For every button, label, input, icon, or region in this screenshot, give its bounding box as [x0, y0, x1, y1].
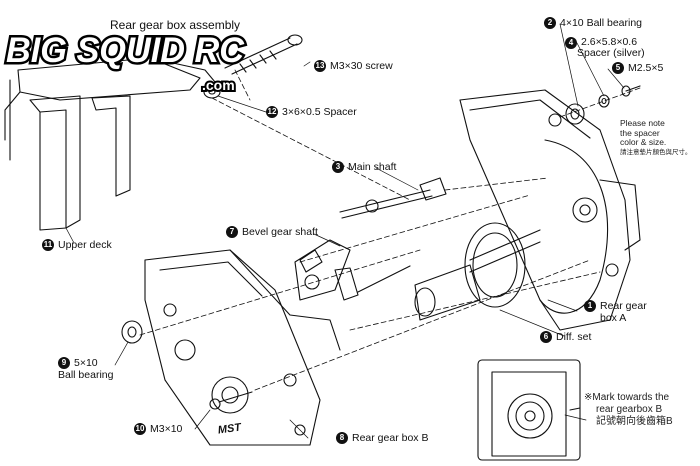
label-part-11: 11 Upper deck	[42, 239, 112, 251]
label-part-9: 9 5×10 Ball bearing	[58, 357, 113, 381]
mark-note: ※Mark towards the rear gearbox B 記號朝向後齒箱…	[584, 392, 673, 428]
upper-deck	[4, 57, 216, 231]
part-label: 5×10	[74, 357, 98, 369]
part-number-badge: 5	[612, 62, 624, 74]
note-line: ※Mark towards the	[584, 392, 670, 403]
bearing-2	[565, 103, 585, 125]
label-part-13: 13 M3×30 screw	[314, 60, 393, 72]
screw-5	[621, 85, 641, 97]
note-line: 請注意墊片顏色與尺寸。	[620, 148, 692, 156]
label-part-4: 4 2.6×5.8×0.6 Spacer (silver)	[565, 37, 645, 59]
spacer-note: Please note the spacer color & size. 請注意…	[620, 118, 692, 157]
logo-main-text: BIG SQUID RC	[6, 31, 245, 70]
part-number-badge: 12	[266, 106, 278, 118]
label-part-12: 12 3×6×0.5 Spacer	[266, 106, 357, 118]
mst-logo: MST	[217, 421, 243, 436]
part-label: Main shaft	[348, 161, 397, 173]
part-number-badge: 6	[540, 331, 552, 343]
part-label-2: box A	[600, 312, 627, 324]
part-label: Rear gear box B	[352, 432, 429, 444]
label-part-3: 3 Main shaft	[332, 161, 396, 173]
assembly-lines	[139, 69, 641, 391]
part-label: M2.5×5	[628, 62, 664, 74]
logo-sub-text: .com	[202, 77, 235, 93]
part-number-badge: 4	[565, 37, 577, 49]
part-label: 3×6×0.5 Spacer	[282, 106, 357, 118]
label-part-8: 8 Rear gear box B	[336, 432, 428, 444]
note-line: Please note	[620, 118, 665, 128]
note-line: the spacer	[620, 127, 660, 138]
diff-set	[414, 222, 541, 321]
part-number-badge: 1	[584, 300, 596, 312]
part-label: Bevel gear shaft	[242, 226, 318, 238]
bigsquidrc-logo: BIG SQUID RC .com	[4, 29, 248, 96]
main-shaft	[339, 177, 447, 219]
part-label: 4×10 Ball bearing	[560, 17, 643, 29]
note-line: rear gearbox B	[596, 404, 663, 415]
part-label-2: Spacer (silver)	[577, 47, 645, 59]
spacer-4	[598, 94, 610, 108]
mark-inset	[477, 359, 581, 461]
part-label: M3×10	[150, 423, 183, 435]
screw-10	[209, 391, 253, 410]
part-label: Diff. set	[556, 331, 592, 343]
label-part-5: 5 M2.5×5	[612, 62, 663, 74]
part-number-badge: 3	[332, 161, 344, 173]
part-number-badge: 7	[226, 226, 238, 238]
label-part-2: 2 4×10 Ball bearing	[544, 17, 642, 29]
part-number-badge: 10	[134, 423, 146, 435]
part-label: Rear gear	[600, 300, 647, 312]
bearing-9	[121, 320, 143, 344]
label-part-6: 6 Diff. set	[540, 331, 591, 343]
part-label: 2.6×5.8×0.6	[581, 36, 638, 48]
part-label-2: Ball bearing	[58, 369, 114, 381]
step-title: Rear gear box assembly	[110, 18, 241, 32]
note-line: color & size.	[620, 137, 667, 147]
part-label: M3×30 screw	[330, 60, 393, 72]
note-line: 記號朝向後齒箱B	[596, 416, 673, 427]
label-part-7: 7 Bevel gear shaft	[226, 226, 318, 238]
rear-gear-box-b	[144, 249, 341, 446]
m3x30-screw	[224, 34, 303, 75]
label-part-1: 1 Rear gear box A	[584, 300, 647, 324]
rear-gear-box-a	[459, 89, 641, 331]
part-number-badge: 11	[42, 239, 54, 251]
part-number-badge: 9	[58, 357, 70, 369]
part-number-badge: 8	[336, 432, 348, 444]
bevel-gear-shaft	[294, 239, 411, 301]
part-number-badge: 13	[314, 60, 326, 72]
leader-lines	[65, 23, 625, 439]
label-part-10: 10 M3×10	[134, 423, 182, 435]
part-number-badge: 2	[544, 17, 556, 29]
part-label: Upper deck	[58, 239, 112, 251]
